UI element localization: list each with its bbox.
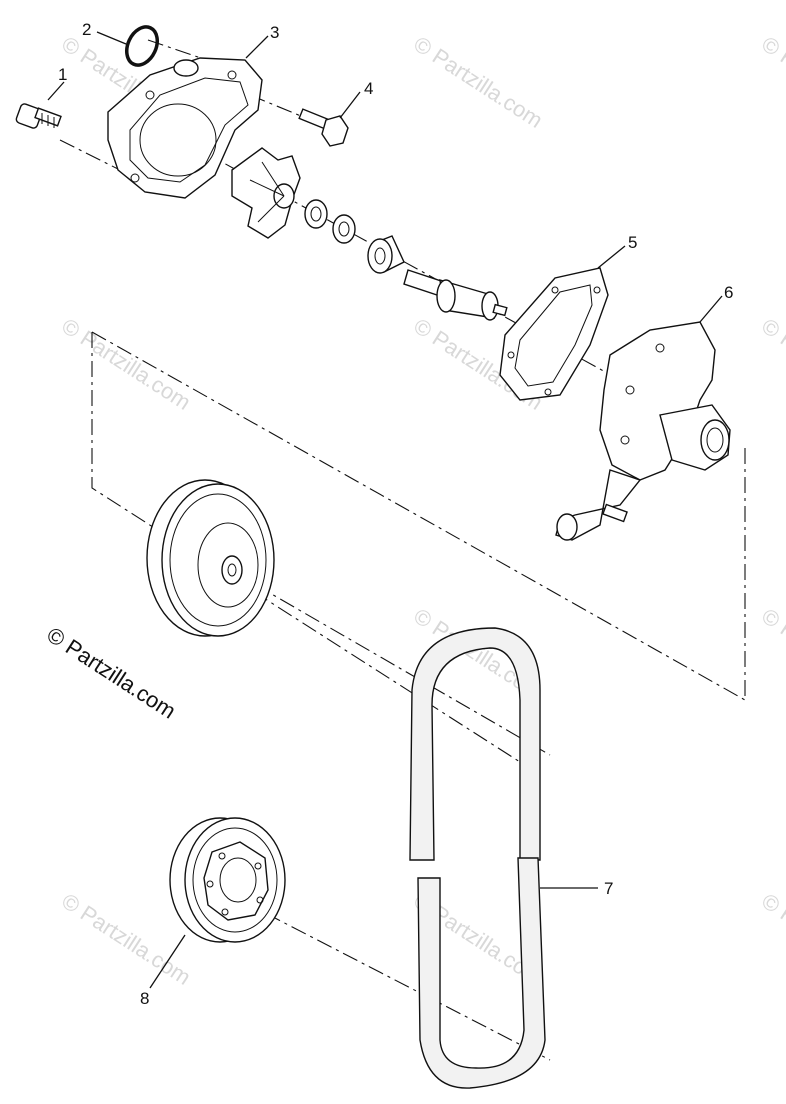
callout-8[interactable]: 8 bbox=[140, 989, 149, 1008]
watermark: © Partzilla.com bbox=[57, 313, 195, 415]
impeller[interactable] bbox=[231, 147, 301, 239]
callout-6[interactable]: 6 bbox=[724, 283, 733, 302]
lower-pulley-part-8[interactable] bbox=[169, 817, 286, 943]
o-ring-part-2[interactable] bbox=[121, 22, 163, 70]
callout-2[interactable]: 2 bbox=[82, 20, 91, 39]
watermark: © Partzilla.com bbox=[757, 603, 786, 705]
watermark: © Partzilla.com bbox=[757, 31, 786, 133]
callout-3[interactable]: 3 bbox=[270, 23, 279, 42]
upper-pulley[interactable] bbox=[146, 479, 275, 637]
seal-and-bearing-stack[interactable] bbox=[304, 199, 405, 274]
leader-lines bbox=[47, 31, 723, 989]
watermark: © Partzilla.com bbox=[409, 31, 547, 133]
bolt-part-1[interactable] bbox=[15, 103, 62, 129]
callout-7[interactable]: 7 bbox=[604, 879, 613, 898]
callout-1[interactable]: 1 bbox=[58, 65, 67, 84]
callout-5[interactable]: 5 bbox=[628, 233, 637, 252]
pump-cover-part-3[interactable] bbox=[107, 57, 263, 199]
watermark: © Partzilla.com bbox=[757, 313, 786, 415]
pump-shaft[interactable] bbox=[403, 269, 508, 321]
gasket-part-5[interactable] bbox=[499, 267, 609, 401]
callout-4[interactable]: 4 bbox=[364, 79, 373, 98]
watermark: © Partzilla.com bbox=[757, 888, 786, 990]
pump-body-part-6[interactable] bbox=[555, 321, 731, 541]
drive-belt-part-7[interactable] bbox=[409, 627, 546, 1089]
callouts: 1 2 3 4 5 6 7 8 bbox=[58, 20, 733, 1008]
bolt-part-4[interactable] bbox=[298, 108, 349, 147]
